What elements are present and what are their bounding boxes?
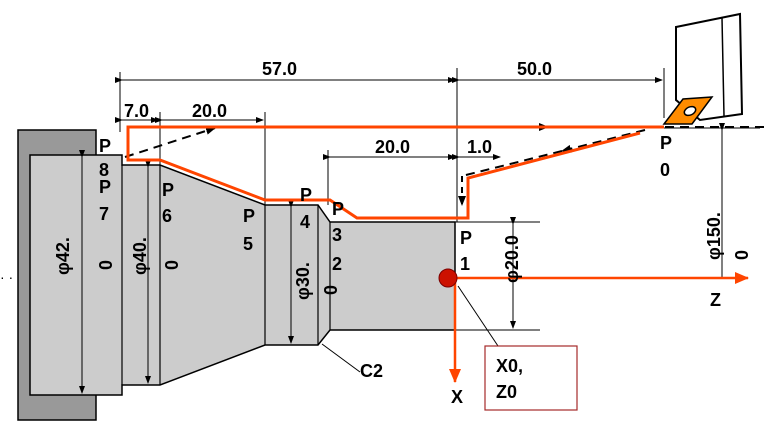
tool-holder-edge: [721, 17, 725, 117]
rapid-approach-line-2: [461, 150, 563, 177]
point-p0-letter: P: [660, 133, 672, 153]
dim-phi30-b: 0: [321, 285, 341, 295]
chamfer-label: C2: [360, 361, 383, 381]
point-p7-number: 7: [99, 204, 109, 224]
dim-phi40-b: 0: [162, 260, 182, 270]
point-p6-letter: P: [162, 180, 174, 200]
origin-dot: [438, 268, 458, 288]
point-p6-number: 6: [162, 206, 172, 226]
dim-phi30-a: φ30.: [293, 262, 313, 300]
point-p3-number: 3: [332, 225, 342, 245]
point-p4-letter: P: [300, 185, 312, 205]
point-p8-number: 8: [99, 160, 109, 180]
rapid-approach-line: [561, 129, 646, 153]
tool-holder: [675, 12, 744, 122]
point-p7-letter: P: [99, 177, 111, 197]
dim-50: 50.0: [517, 59, 552, 79]
point-p0-number: 0: [660, 160, 670, 180]
point-p8-letter: P: [99, 136, 111, 156]
axis-z-label: Z: [710, 290, 721, 310]
dim-phi42-a: φ42.: [53, 237, 73, 275]
origin-callout-box: [484, 345, 578, 411]
chamfer-leader: [321, 343, 361, 373]
point-p3-letter: P: [332, 199, 344, 219]
dim-20a: 20.0: [192, 101, 227, 121]
point-p2-number: 2: [332, 254, 342, 274]
toolpath: [126, 125, 664, 220]
insert-hole: [683, 105, 697, 117]
dim-1: 1.0: [467, 137, 492, 157]
point-p1-letter: P: [460, 228, 472, 248]
origin-callout-line1: X0,: [496, 356, 523, 376]
origin-callout-line2: Z0: [496, 382, 517, 402]
dim-20b: 20.0: [375, 137, 410, 157]
dim-phi150-a: φ150.: [704, 212, 724, 260]
dim-57: 57.0: [262, 59, 297, 79]
dim-phi40-a: φ40.: [130, 237, 150, 275]
dim-phi150-b: 0: [732, 250, 752, 260]
point-p1-number: 1: [460, 254, 470, 274]
axis-x-label: X: [451, 387, 463, 407]
dim-7: 7.0: [124, 101, 149, 121]
point-p5-number: 5: [243, 234, 253, 254]
dim-phi42-b: 0: [96, 260, 116, 270]
point-p4-number: 4: [300, 212, 310, 232]
left-dots: · ·: [0, 269, 13, 285]
origin-callout-leader: [457, 285, 499, 347]
rapid-arrow-line: [124, 126, 216, 158]
point-p5-letter: P: [243, 206, 255, 226]
dim-phi20: φ20.0: [502, 235, 522, 283]
